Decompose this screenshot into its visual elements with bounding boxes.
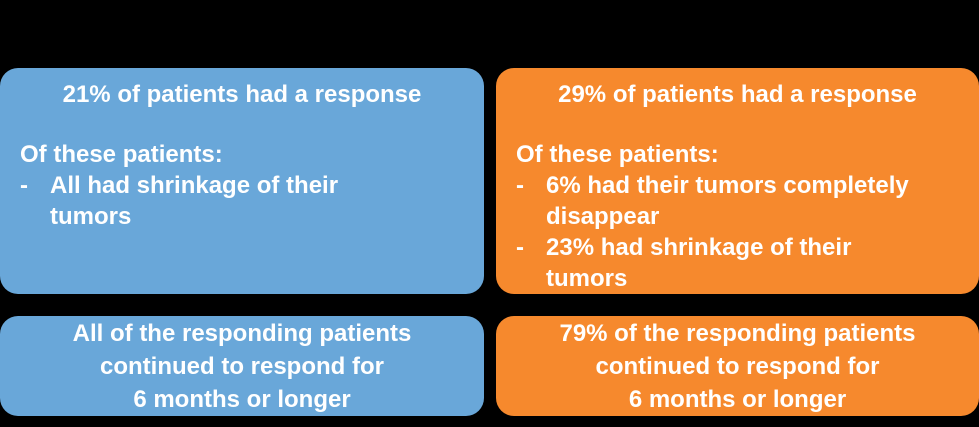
panel-response-orange: 29% of patients had a response Of these …	[496, 68, 979, 294]
panel-response-blue: 21% of patients had a response Of these …	[0, 68, 484, 294]
bullet-dash-icon: -	[516, 172, 524, 199]
duration-text-orange: 79% of the responding patients continued…	[559, 319, 916, 413]
panel-duration-blue: All of the responding patients continued…	[0, 316, 484, 416]
duration-text-blue: All of the responding patients continued…	[72, 319, 412, 413]
lead-text-orange: Of these patients:	[516, 141, 719, 168]
response-rate-title-blue: 21% of patients had a response	[62, 81, 422, 108]
panel-duration-orange: 79% of the responding patients continued…	[496, 316, 979, 416]
bullet-text: 23% had shrinkage of their tumors	[546, 234, 852, 292]
bullet-dash-icon: -	[516, 234, 524, 261]
bullet-item: - 6% had their tumors completely disappe…	[516, 170, 959, 232]
bullet-dash-icon: -	[20, 172, 28, 199]
bullet-text: 6% had their tumors completely disappear	[546, 172, 909, 230]
response-rate-title-orange: 29% of patients had a response	[558, 81, 917, 108]
bullet-text: All had shrinkage of their tumors	[50, 172, 339, 230]
bullet-item: - 23% had shrinkage of their tumors	[516, 232, 959, 294]
lead-text-blue: Of these patients:	[20, 141, 223, 168]
bullet-item: - All had shrinkage of their tumors	[20, 170, 464, 232]
